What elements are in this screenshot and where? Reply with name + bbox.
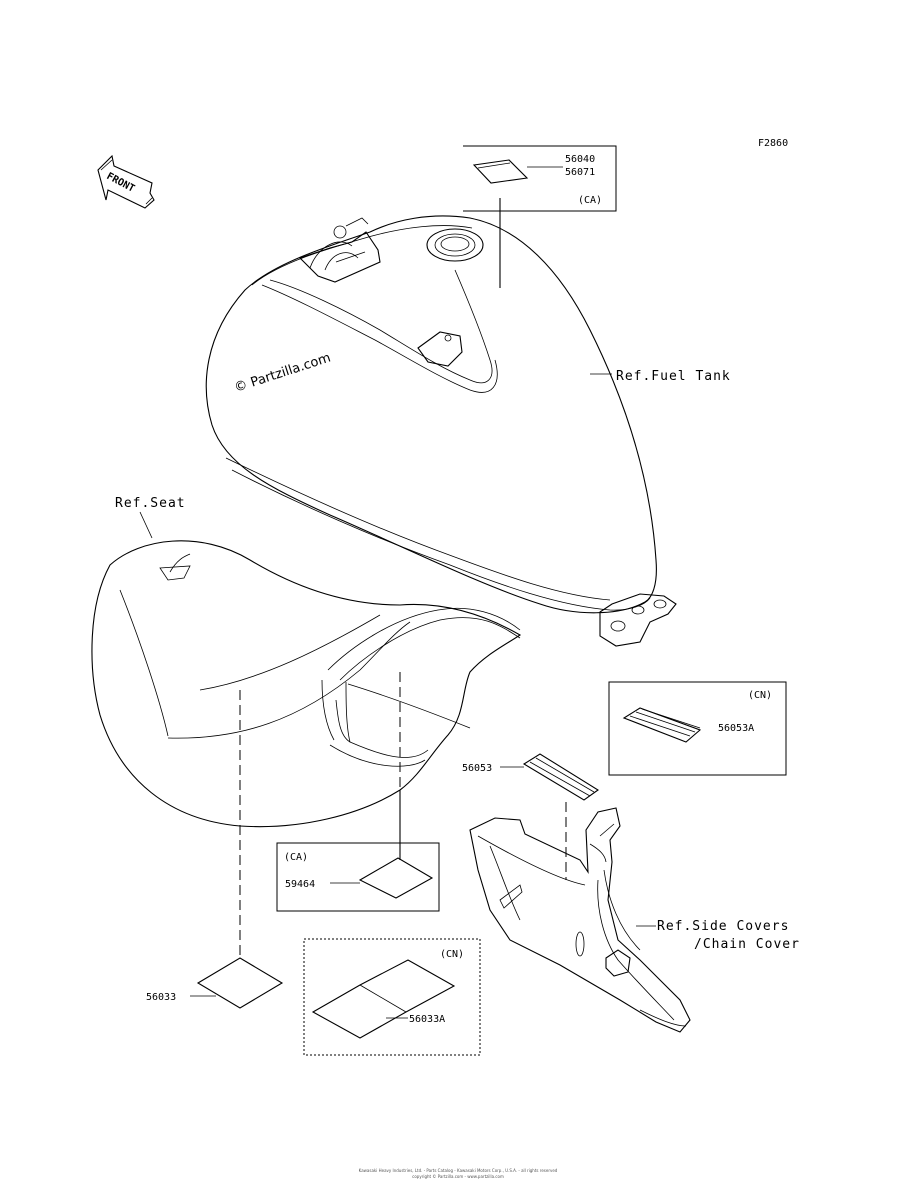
label-56033: 56033 <box>146 957 284 1009</box>
figure-code: F2860 <box>758 138 788 149</box>
ca-seat-region: (CA) <box>284 852 308 863</box>
cn-box-bottom: (CN) 56033A <box>303 938 481 1056</box>
footer-line-1: Kawasaki Heavy Industries, Ltd. - Parts … <box>359 1168 558 1173</box>
side-cover-drawing <box>469 807 691 1033</box>
ref-side-covers-line1: Ref.Side Covers <box>657 919 789 934</box>
cn-bottom-region: (CN) <box>440 949 464 960</box>
ref-seat: Ref.Seat <box>115 496 186 511</box>
ref-fuel-tank: Ref.Fuel Tank <box>616 369 731 384</box>
cn-top-region: (CN) <box>748 690 772 701</box>
ref-side-covers-line2: /Chain Cover <box>694 937 800 952</box>
tank-box-region: (CA) <box>578 195 602 206</box>
fuel-tank-drawing <box>205 215 677 647</box>
label-56053: 56053 <box>462 753 599 880</box>
part-number-56040: 56040 <box>565 154 595 165</box>
part-number-56053A: 56053A <box>718 723 754 734</box>
part-number-56033: 56033 <box>146 992 176 1003</box>
part-number-56053: 56053 <box>462 763 492 774</box>
footer-line-2: copyright © Partzilla.com - www.partzill… <box>412 1174 504 1179</box>
part-number-56071: 56071 <box>565 167 595 178</box>
tank-label-box: 56040 56071 (CA) <box>463 145 617 288</box>
part-number-56033A: 56033A <box>409 1014 445 1025</box>
ca-box-seat: (CA) 59464 <box>276 842 440 912</box>
cn-box-top: (CN) 56053A <box>608 681 787 776</box>
front-arrow-icon: FRONT <box>97 154 155 209</box>
seat-drawing <box>91 540 522 828</box>
part-number-59464: 59464 <box>285 879 315 890</box>
watermark: © Partzilla.com <box>233 351 333 396</box>
